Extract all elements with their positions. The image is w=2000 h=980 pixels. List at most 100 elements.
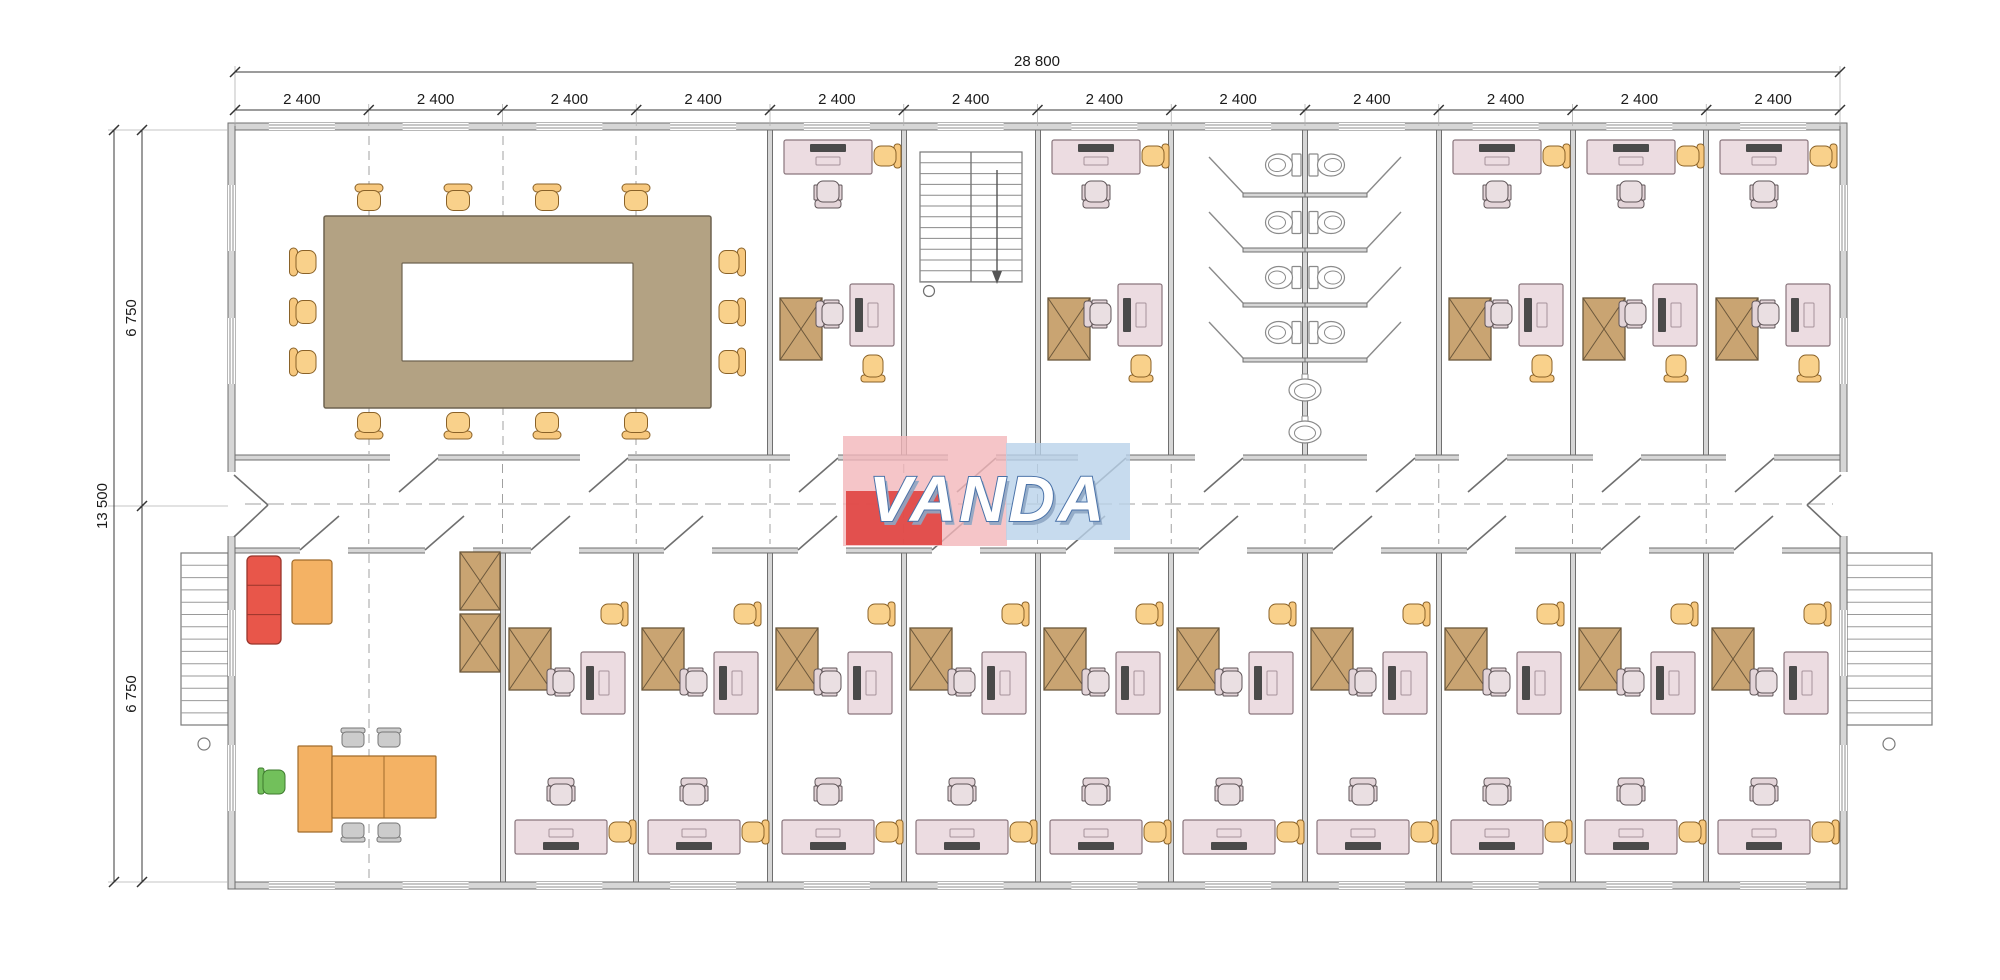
conference-chair [289, 347, 317, 377]
rect [944, 842, 980, 850]
rect [670, 123, 737, 130]
rect [1308, 210, 1319, 235]
line [229, 66, 241, 78]
dimension-label: 2 400 [818, 91, 856, 108]
cabinet [508, 627, 552, 691]
logo-text: VANDA [869, 463, 1107, 535]
guest-chair [860, 354, 886, 383]
rect [1751, 828, 1777, 838]
office-chair [1214, 777, 1244, 806]
line [1834, 66, 1846, 78]
rect [1618, 828, 1644, 838]
desk [847, 651, 893, 715]
rect [300, 547, 348, 554]
rect [1268, 603, 1292, 625]
office-chair [1083, 299, 1112, 329]
line [299, 515, 340, 551]
rect [1755, 670, 1778, 694]
gray-chair [376, 822, 402, 843]
guest-chair [1803, 601, 1832, 627]
cabinet [1043, 627, 1087, 691]
rect [875, 821, 899, 843]
guest-chair [1402, 601, 1431, 627]
guest-chair [733, 601, 762, 627]
rect [1619, 180, 1643, 203]
rect [867, 603, 891, 625]
layer-windows [228, 123, 1847, 889]
rect [1089, 302, 1112, 326]
rect [1304, 357, 1368, 363]
rect [1242, 302, 1306, 308]
rect [1199, 547, 1247, 554]
rect [803, 882, 870, 889]
rect [1291, 153, 1302, 177]
rect [1488, 670, 1511, 694]
line [1834, 104, 1846, 116]
line [1176, 627, 1220, 691]
cabinet [909, 627, 953, 691]
line [1299, 104, 1311, 116]
guest-chair [608, 819, 637, 845]
rect [999, 670, 1011, 696]
cabinet [459, 551, 501, 611]
rect [536, 882, 603, 889]
rect [1083, 828, 1109, 838]
guest-chair [1542, 143, 1571, 169]
dimension-label: 2 400 [952, 91, 990, 108]
line [1466, 515, 1507, 551]
desk [1117, 283, 1163, 347]
cabinet [1047, 297, 1091, 361]
sink [1288, 415, 1322, 444]
guest-chair [1670, 601, 1699, 627]
rect [1302, 129, 1308, 456]
rect [1485, 180, 1509, 203]
rect [1291, 320, 1302, 345]
desk [713, 651, 759, 715]
guest-chair [1268, 601, 1297, 627]
rect [228, 185, 235, 251]
dimension-label: 6 750 [123, 675, 140, 713]
guest-chair [1529, 354, 1555, 383]
line [1433, 104, 1445, 116]
rect [1570, 552, 1576, 883]
office-chair [813, 667, 842, 697]
rect [685, 670, 708, 694]
rect [1791, 298, 1799, 332]
line [363, 104, 375, 116]
rect [670, 882, 737, 889]
office-chair [1081, 180, 1111, 209]
rect [1071, 882, 1138, 889]
rect [1083, 156, 1109, 166]
office-chair [1749, 667, 1778, 697]
rect [228, 318, 235, 384]
rect [297, 745, 333, 833]
rect [543, 842, 579, 850]
dimension-label: 6 750 [123, 299, 140, 337]
rect [1078, 144, 1114, 152]
rect [1242, 357, 1306, 363]
line [1566, 104, 1579, 116]
office-chair [1616, 777, 1646, 806]
rect [1338, 882, 1405, 889]
rect [1752, 783, 1776, 806]
rect [1798, 354, 1820, 378]
dimension-label: 2 400 [283, 91, 321, 108]
ellipse [1268, 215, 1286, 230]
desk [1518, 283, 1564, 347]
external-stair-left [180, 552, 229, 751]
rect [681, 828, 707, 838]
line [108, 876, 120, 888]
line [797, 515, 838, 551]
rect [1143, 821, 1167, 843]
line [1806, 504, 1842, 538]
rect [1035, 129, 1041, 456]
rect [731, 670, 743, 696]
cabinet [1176, 627, 1220, 691]
guest-chair [1676, 143, 1705, 169]
rect [1211, 842, 1247, 850]
office-chair [947, 777, 977, 806]
rect [1656, 666, 1664, 700]
cabinet [1578, 627, 1622, 691]
rect [1593, 454, 1641, 461]
rect [790, 454, 838, 461]
